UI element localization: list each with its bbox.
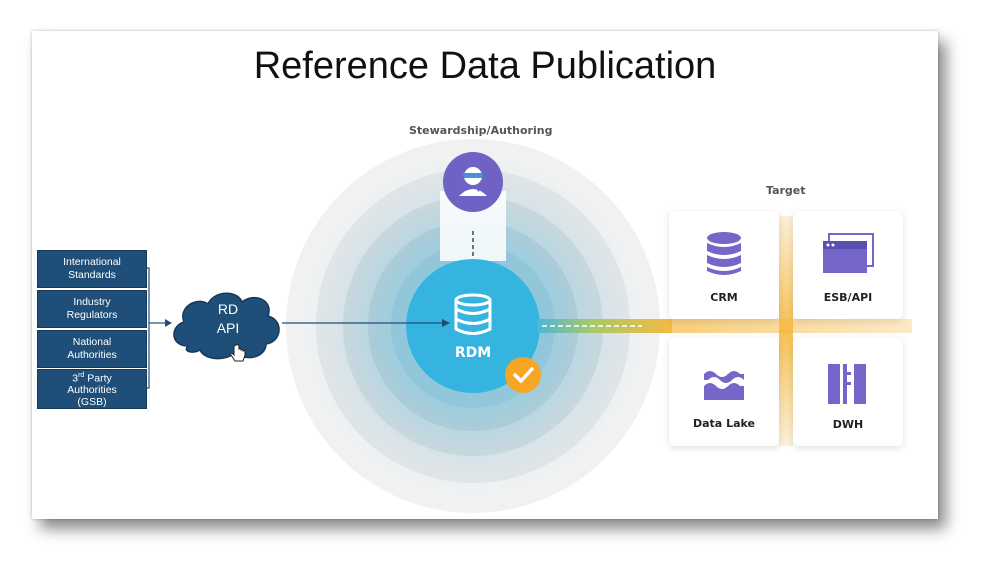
source-line: 3rd Party	[72, 370, 112, 385]
warehouse-bars-icon	[828, 364, 866, 404]
target-label-data-lake: Data Lake	[693, 417, 755, 430]
cloud-label-api: API	[216, 320, 240, 336]
source-line: Authorities	[67, 384, 117, 397]
target-label-crm: CRM	[710, 291, 738, 304]
steward-avatar	[443, 152, 503, 212]
target-tile-dwh: DWH	[793, 338, 903, 446]
source-box-third-party-authorities: 3rd Party Authorities (GSB)	[37, 369, 147, 409]
source-line: International	[63, 256, 121, 268]
source-line: Standards	[68, 269, 116, 281]
hub-label: RDM	[454, 345, 492, 361]
target-label: Target	[766, 184, 806, 197]
database-icon	[454, 293, 492, 335]
database-icon	[707, 232, 741, 275]
stewardship-label: Stewardship/Authoring	[409, 124, 553, 137]
source-line: Regulators	[66, 309, 118, 321]
user-headset-icon	[459, 167, 487, 196]
waves-icon	[704, 371, 744, 400]
target-tile-crm: CRM	[669, 211, 779, 319]
target-label-esb-api: ESB/API	[823, 291, 873, 304]
cloud-label-rd: RD	[217, 301, 239, 317]
source-sup: rd	[78, 371, 85, 379]
slide: Reference Data Publication	[32, 31, 938, 519]
target-label-dwh: DWH	[832, 418, 864, 431]
slide-title: Reference Data Publication	[253, 45, 717, 87]
source-box-national-authorities: National Authorities	[37, 330, 147, 368]
source-line: Authorities	[67, 349, 117, 361]
rd-api-cloud	[173, 292, 280, 360]
source-line: Industry	[73, 296, 111, 308]
source-text: Party	[84, 372, 112, 385]
target-tile-esb-api: ESB/API	[793, 211, 903, 319]
source-line: National	[72, 336, 112, 348]
check-badge	[505, 357, 541, 393]
source-box-international-standards: International Standards	[37, 250, 147, 288]
browser-window-icon	[823, 233, 874, 273]
target-tile-data-lake: Data Lake	[669, 338, 779, 446]
source-text: 3	[72, 372, 79, 385]
source-line: (GSB)	[77, 396, 107, 409]
hand-cursor-icon	[230, 344, 246, 362]
source-box-industry-regulators: Industry Regulators	[37, 290, 147, 328]
checkmark-icon	[513, 367, 534, 383]
